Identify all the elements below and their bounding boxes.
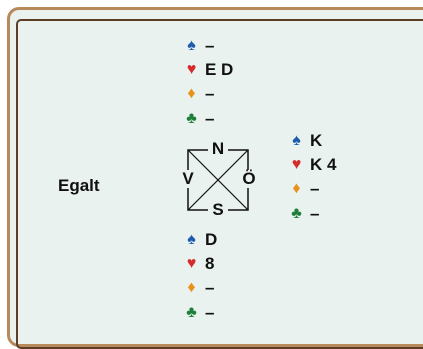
diamond-icon: ♦: [187, 279, 196, 297]
vulnerability-label: Egalt: [58, 176, 100, 195]
south-heart-row: ♥ 8: [181, 252, 217, 276]
club-icon: ♣: [186, 109, 197, 127]
north-hand: ♠ – ♥ E D ♦ – ♣ –: [181, 34, 233, 131]
spade-icon: ♠: [187, 37, 196, 55]
compass-west-label: V: [178, 170, 198, 188]
north-heart-row: ♥ E D: [181, 58, 234, 82]
heart-icon: ♥: [186, 61, 197, 79]
spade-icon: ♠: [292, 132, 301, 150]
north-heart-cards: E D: [205, 60, 234, 80]
heart-icon: ♥: [186, 255, 197, 273]
compass-north-label: N: [208, 140, 228, 158]
south-club-cards: –: [205, 302, 215, 322]
diamond-icon: ♦: [292, 180, 301, 198]
north-spade-row: ♠ –: [181, 34, 233, 58]
heart-icon: ♥: [291, 156, 302, 174]
club-icon: ♣: [186, 303, 197, 321]
east-club-row: ♣ –: [286, 202, 336, 226]
north-spade-cards: –: [205, 36, 215, 56]
north-club-cards: –: [205, 108, 215, 128]
east-club-cards: –: [310, 203, 320, 223]
compass-south-label: S: [208, 201, 228, 219]
club-icon: ♣: [291, 204, 302, 222]
east-diamond-row: ♦ –: [286, 177, 336, 201]
east-heart-row: ♥ K 4: [286, 153, 337, 177]
south-diamond-row: ♦ –: [181, 276, 217, 300]
north-diamond-row: ♦ –: [181, 82, 233, 106]
north-club-row: ♣ –: [181, 107, 233, 131]
diamond-icon: ♦: [187, 85, 196, 103]
south-club-row: ♣ –: [181, 301, 217, 325]
east-hand: ♠ K ♥ K 4 ♦ – ♣ –: [286, 129, 336, 226]
north-diamond-cards: –: [205, 84, 215, 104]
south-heart-cards: 8: [205, 254, 215, 274]
east-spade-row: ♠ K: [286, 129, 336, 153]
south-spade-cards: D: [205, 230, 218, 250]
east-diamond-cards: –: [310, 179, 320, 199]
compass-diagram: N S V Ö: [178, 140, 259, 219]
east-heart-cards: K 4: [310, 155, 337, 175]
east-spade-cards: K: [310, 131, 323, 151]
south-spade-row: ♠ D: [181, 228, 217, 252]
south-diamond-cards: –: [205, 278, 215, 298]
compass-east-label: Ö: [239, 170, 259, 188]
south-hand: ♠ D ♥ 8 ♦ – ♣ –: [181, 228, 217, 325]
spade-icon: ♠: [187, 231, 196, 249]
